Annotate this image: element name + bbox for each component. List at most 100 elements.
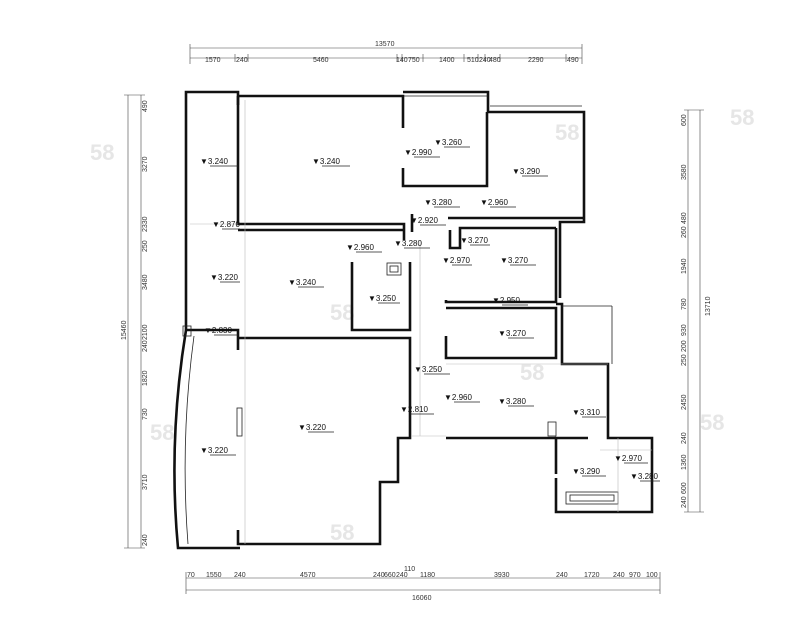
bottom-segment-dimension: 100 xyxy=(646,572,658,579)
right-segment-dimension: 1360 xyxy=(681,454,688,470)
level-marker-7: ▼2.870 xyxy=(212,220,240,230)
top-segment-dimension: 240 xyxy=(479,57,491,64)
level-marker-14: ▼3.220 xyxy=(210,273,240,283)
left-segment-dimension: 2100 xyxy=(142,324,149,340)
bottom-dimension-chain: 110 16060 70 1550 240 4570 240 660 240 1… xyxy=(185,566,661,602)
level-marker-19: ▼3.270 xyxy=(498,329,534,339)
walls xyxy=(173,90,654,550)
right-segment-dimension: 780 xyxy=(681,298,688,310)
right-dimension-chain: 13710 600 3580 480 260 1940 780 930 200 … xyxy=(681,109,712,513)
level-marker-22: ▼3.280 xyxy=(498,397,534,407)
bottom-segment-dimension: 240 xyxy=(613,572,625,579)
guide-lines xyxy=(190,100,652,544)
level-marker-17: ▼2.950 xyxy=(492,296,528,306)
level-marker-4: ▼3.290 xyxy=(512,167,548,177)
svg-text:▼2.870: ▼2.870 xyxy=(212,220,240,229)
svg-text:▼3.270: ▼3.270 xyxy=(498,329,526,338)
right-segment-dimension: 3580 xyxy=(681,164,688,180)
level-marker-1: ▼3.240 xyxy=(312,157,350,167)
svg-text:▼3.280: ▼3.280 xyxy=(424,198,452,207)
bottom-segment-dimension: 970 xyxy=(629,572,641,579)
bottom-segment-dimension: 1550 xyxy=(206,572,222,579)
level-marker-25: ▼3.220 xyxy=(298,423,334,433)
bottom-segment-dimension: 240 xyxy=(373,572,385,579)
svg-text:▼3.240: ▼3.240 xyxy=(288,278,316,287)
bottom-segment-dimension: 660 xyxy=(384,572,396,579)
svg-text:▼2.960: ▼2.960 xyxy=(346,243,374,252)
svg-text:▼3.280: ▼3.280 xyxy=(498,397,526,406)
left-total-dimension: 15460 xyxy=(121,320,128,340)
svg-text:▼3.270: ▼3.270 xyxy=(500,256,528,265)
svg-text:▼2.830: ▼2.830 xyxy=(204,326,232,335)
left-segment-dimension: 1820 xyxy=(142,370,149,386)
svg-text:▼2.950: ▼2.950 xyxy=(492,296,520,305)
right-total-dimension: 13710 xyxy=(705,296,712,316)
watermark: 58 xyxy=(330,520,354,545)
svg-text:▼3.310: ▼3.310 xyxy=(572,408,600,417)
top-segment-dimension: 480 xyxy=(489,57,501,64)
top-segment-dimension: 2290 xyxy=(528,57,544,64)
bottom-segment-dimension: 1180 xyxy=(420,572,435,579)
level-marker-2: ▼2.990 xyxy=(404,148,440,158)
left-segment-dimension: 3270 xyxy=(142,156,149,172)
svg-text:▼3.280: ▼3.280 xyxy=(630,472,658,481)
top-total-dimension: 13570 xyxy=(375,41,395,48)
svg-text:▼3.250: ▼3.250 xyxy=(368,294,396,303)
level-marker-13: ▼3.270 xyxy=(500,256,536,266)
top-segment-dimension: 5460 xyxy=(313,57,329,64)
left-segment-dimension: 3710 xyxy=(142,474,149,490)
right-segment-dimension: 260 xyxy=(681,226,688,238)
top-segment-dimension: 750 xyxy=(408,57,420,64)
watermark: 58 xyxy=(330,300,354,325)
level-marker-27: ▼2.970 xyxy=(614,454,648,464)
level-marker-11: ▼3.270 xyxy=(460,236,490,246)
svg-text:▼3.290: ▼3.290 xyxy=(572,467,600,476)
level-marker-29: ▼3.280 xyxy=(630,472,660,482)
level-marker-15: ▼3.240 xyxy=(288,278,324,288)
bottom-total-dimension: 16060 xyxy=(412,595,432,602)
svg-text:▼3.220: ▼3.220 xyxy=(200,446,228,455)
level-markers: ▼3.240 ▼3.240 ▼2.990 ▼3.260 ▼3.290 ▼3.28… xyxy=(200,138,660,482)
svg-text:▼3.240: ▼3.240 xyxy=(200,157,228,166)
watermark: 58 xyxy=(90,140,114,165)
bottom-segment-dimension: 240 xyxy=(556,572,568,579)
svg-text:▼3.220: ▼3.220 xyxy=(210,273,238,282)
svg-text:▼2.810: ▼2.810 xyxy=(400,405,428,414)
svg-text:▼3.260: ▼3.260 xyxy=(434,138,462,147)
top-segment-dimension: 1570 xyxy=(205,57,221,64)
right-segment-dimension: 240 xyxy=(681,496,688,508)
watermark: 58 xyxy=(700,410,724,435)
svg-text:▼2.920: ▼2.920 xyxy=(410,216,438,225)
svg-text:▼3.250: ▼3.250 xyxy=(414,365,442,374)
bottom-segment-dimension: 240 xyxy=(396,572,408,579)
svg-text:▼2.960: ▼2.960 xyxy=(444,393,472,402)
svg-text:▼3.270: ▼3.270 xyxy=(460,236,488,245)
svg-text:▼3.290: ▼3.290 xyxy=(512,167,540,176)
left-segment-dimension: 3480 xyxy=(142,274,149,290)
left-segment-dimension: 2330 xyxy=(142,216,149,232)
right-segment-dimension: 600 xyxy=(681,482,688,494)
level-marker-26: ▼3.220 xyxy=(200,446,236,456)
right-segment-dimension: 250 xyxy=(681,354,688,366)
top-segment-ticks xyxy=(234,54,567,62)
level-marker-23: ▼3.310 xyxy=(572,408,606,418)
top-segment-dimension: 140 xyxy=(396,57,408,64)
svg-text:▼3.240: ▼3.240 xyxy=(312,157,340,166)
left-segment-dimension: 490 xyxy=(142,100,149,112)
left-segment-dimension: 240 xyxy=(142,340,149,352)
bottom-extra-dimension: 110 xyxy=(404,566,415,573)
right-segment-dimension: 240 xyxy=(681,432,688,444)
svg-text:▼2.990: ▼2.990 xyxy=(404,148,432,157)
svg-text:▼3.220: ▼3.220 xyxy=(298,423,326,432)
level-marker-9: ▼2.960 xyxy=(346,243,382,253)
level-marker-28: ▼3.290 xyxy=(572,467,606,477)
watermark: 58 xyxy=(555,120,579,145)
top-segment-dimension: 240 xyxy=(236,57,248,64)
right-segment-dimension: 480 xyxy=(681,212,688,224)
bottom-segment-dimension: 240 xyxy=(234,572,246,579)
level-marker-8: ▼2.920 xyxy=(410,216,446,226)
top-segment-dimension: 1400 xyxy=(439,57,455,64)
bottom-segment-dimension: 4570 xyxy=(300,572,316,579)
right-segment-dimension: 200 xyxy=(681,340,688,352)
